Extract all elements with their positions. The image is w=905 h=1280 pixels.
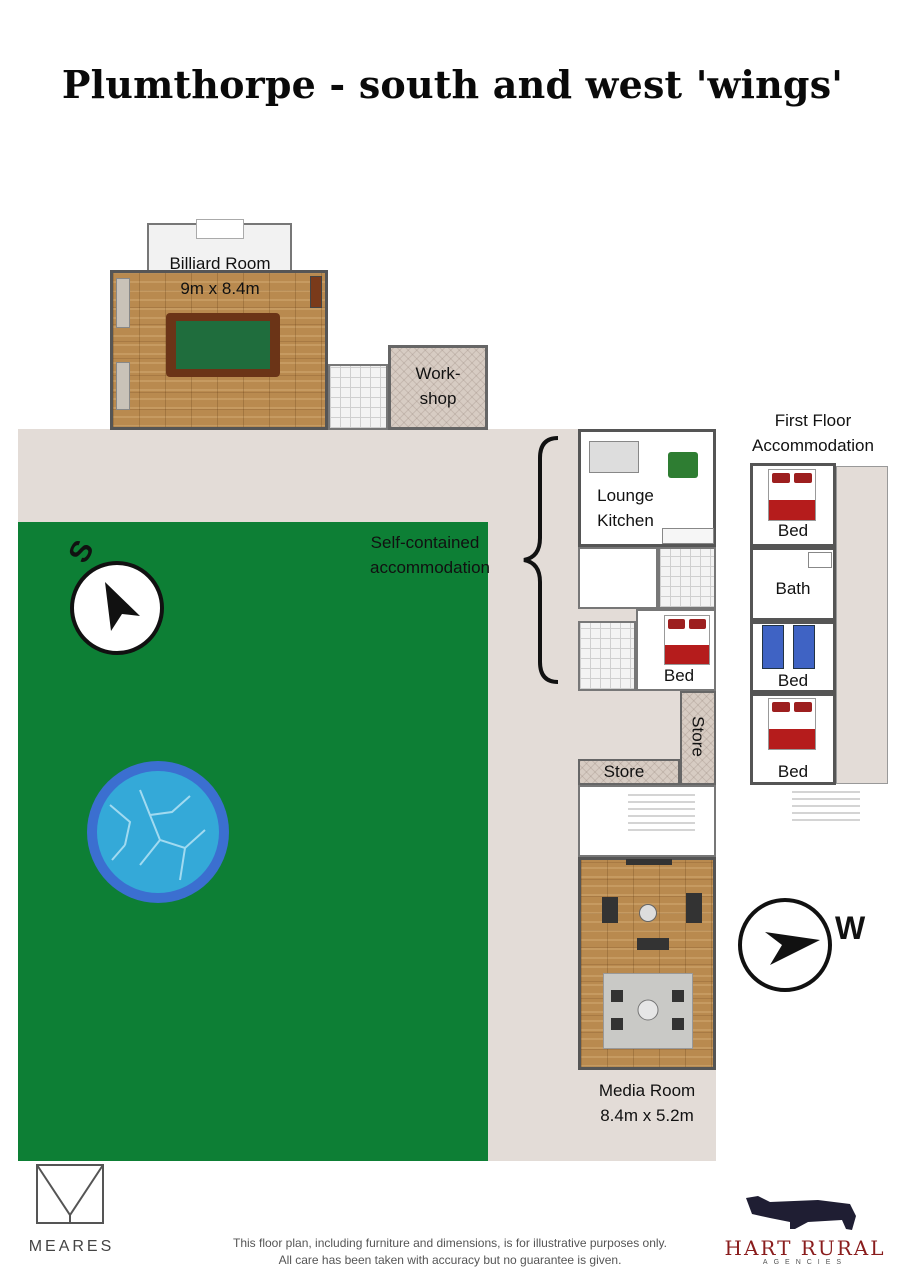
first-floor-label-line2: Accommodation: [752, 436, 874, 455]
self-contained-brace: [523, 436, 559, 684]
workshop-label-line2: shop: [419, 389, 457, 408]
media-room-name: Media Room: [598, 1081, 696, 1100]
meares-logo-icon: [36, 1164, 104, 1224]
porch-bench: [196, 219, 244, 239]
lounge-label: Lounge: [597, 486, 654, 505]
sc-bed: [664, 615, 710, 665]
coffee-table: [639, 904, 657, 922]
sofa: [589, 441, 639, 473]
disclaimer-line2: All care has been taken with accuracy bu…: [278, 1253, 622, 1267]
single-bed-right: [793, 625, 815, 669]
hart-rural-logo-text: HART RURAL: [724, 1236, 886, 1260]
cow-silhouette-icon: [746, 1196, 856, 1230]
ff-bed-3-label: Bed: [777, 762, 809, 781]
sc-bathroom: [578, 621, 636, 691]
single-bed-left: [762, 625, 784, 669]
billiard-room: [110, 270, 328, 430]
swimming-pool: [87, 761, 229, 903]
ff-bed-3: [768, 698, 816, 750]
stair-landing: [578, 785, 716, 857]
ff-bathroom: [750, 547, 836, 621]
billiard-room-name: Billiard Room: [169, 254, 271, 273]
compass-west-icon: [738, 898, 832, 992]
self-contained-label-line1: Self-contained: [370, 533, 480, 552]
wall-bench-left-lower: [116, 362, 130, 410]
ff-vanity: [808, 552, 832, 568]
tv-unit: [626, 859, 672, 865]
media-furniture: [602, 893, 702, 1030]
store: [578, 759, 680, 785]
self-contained-label-line2: accommodation: [369, 558, 490, 577]
paved-area-top: [18, 429, 578, 522]
billiard-table-felt: [176, 321, 270, 369]
dining-table: [668, 452, 698, 478]
wall-bench-left: [116, 278, 130, 328]
sc-bed-label: Bed: [663, 666, 695, 685]
stair-lines: [628, 791, 860, 831]
plan-title: Plumthorpe - south and west 'wings': [61, 62, 844, 107]
kitchen-bench: [662, 528, 714, 544]
billiard-bathroom: [328, 364, 388, 430]
meares-logo-text: MEARES: [28, 1238, 115, 1255]
sc-laundry: [658, 547, 716, 609]
ff-bed-1-label: Bed: [777, 521, 809, 540]
store-vertical: [680, 691, 716, 785]
media-room-size: 8.4m x 5.2m: [600, 1106, 694, 1125]
workshop: [388, 345, 488, 430]
disclaimer-line1: This floor plan, including furniture and…: [233, 1236, 667, 1250]
compass-west-letter: W: [835, 910, 866, 946]
hart-rural-logo-sub: AGENCIES: [762, 1259, 848, 1266]
workshop-label-line1: Work-: [415, 364, 461, 383]
kitchen-label: Kitchen: [597, 511, 654, 530]
ff-bath-label: Bath: [775, 579, 811, 598]
billiard-room-size: 9m x 8.4m: [180, 279, 260, 298]
store-label: Store: [603, 762, 645, 781]
first-floor-balcony: [836, 466, 888, 784]
sc-hall: [578, 547, 658, 609]
first-floor-label-line1: First Floor: [774, 411, 852, 430]
cue-rack: [310, 276, 322, 308]
ff-bed-2-label: Bed: [777, 671, 809, 690]
ff-bed-1: [768, 469, 816, 521]
lounge-kitchen: [578, 429, 716, 547]
compass-south-icon: [70, 561, 164, 655]
